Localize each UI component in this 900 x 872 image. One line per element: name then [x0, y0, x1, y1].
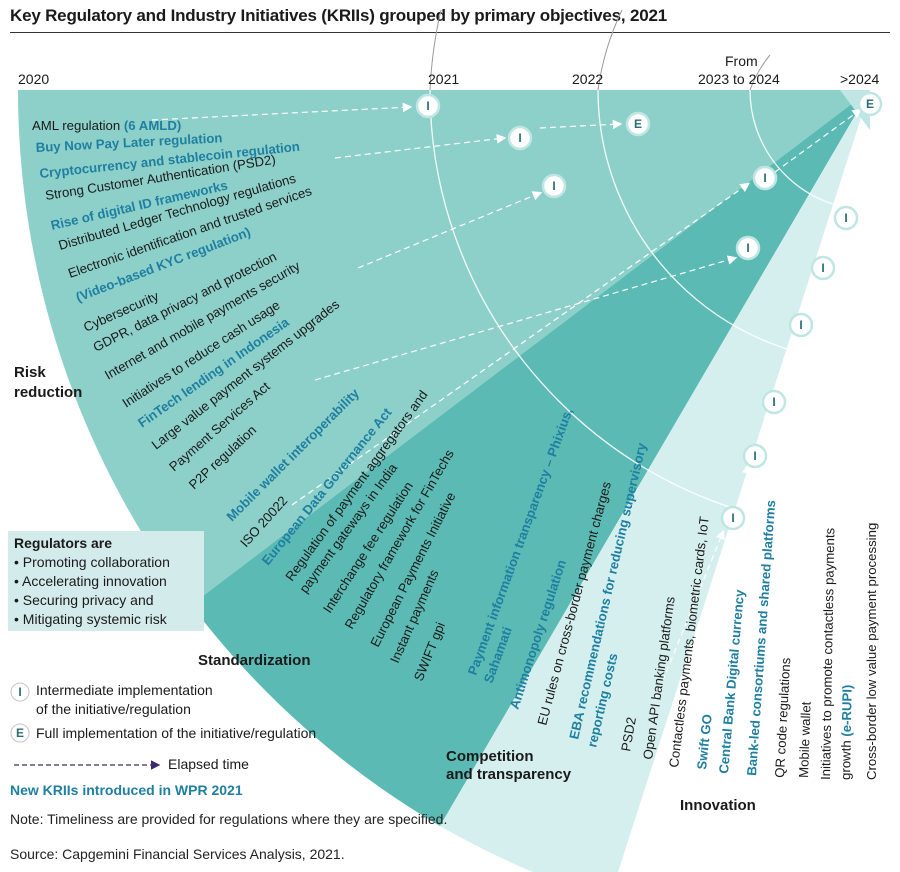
- category-standardization: Standardization: [198, 652, 311, 669]
- legend-intermediate-icon: I: [10, 682, 30, 702]
- legend-intermediate-line1: Intermediate implementation: [36, 682, 213, 698]
- svg-text:I: I: [518, 131, 521, 145]
- category-competition-2: and transparency: [446, 766, 572, 783]
- marker-I-10: I: [742, 443, 768, 469]
- svg-text:I: I: [763, 171, 766, 185]
- marker-I-11: I: [720, 505, 746, 531]
- svg-text:E: E: [634, 117, 642, 131]
- legend-full: Full implementation of the initiative/re…: [36, 725, 317, 741]
- svg-text:I: I: [731, 511, 734, 525]
- category-competition-1: Competition: [446, 748, 534, 765]
- marker-I-6: I: [833, 205, 859, 231]
- title-divider: [10, 32, 890, 33]
- note-text: Note: Timeliness are provided for regula…: [10, 811, 448, 827]
- svg-text:E: E: [16, 726, 24, 740]
- marker-I-9: I: [761, 389, 787, 415]
- standardization-sector: [191, 90, 870, 826]
- regulators-item: • Promoting collaboration: [14, 554, 170, 570]
- new-krii-note: New KRIIs introduced in WPR 2021: [10, 782, 243, 798]
- svg-text:I: I: [552, 179, 555, 193]
- legend-intermediate-line2: of the initiative/regulation: [36, 701, 191, 717]
- elapsed-arrows: [151, 102, 862, 701]
- regulators-item: • Mitigating systemic risk: [14, 611, 167, 627]
- legend-full-icon: E: [10, 723, 30, 743]
- year-2022: 2022: [572, 71, 603, 87]
- inn-item-5: Central Bank Digital currency: [716, 588, 747, 774]
- svg-text:I: I: [799, 318, 802, 332]
- time-ring-tops: [429, 9, 771, 91]
- marker-E-1: E: [625, 111, 651, 137]
- marker-I-2: I: [507, 125, 533, 151]
- svg-text:I: I: [18, 685, 21, 699]
- inn-item-10: growth (e-RUPI): [838, 685, 855, 781]
- inn-item-7: QR code regulations: [772, 657, 793, 778]
- category-risk-1: Risk: [14, 364, 46, 381]
- regulators-heading: Regulators are: [14, 535, 113, 551]
- year-after-2024: >2024: [840, 71, 880, 87]
- marker-I-4: I: [752, 165, 778, 191]
- year-from: From: [725, 53, 758, 69]
- svg-text:I: I: [772, 395, 775, 409]
- risk-sector: [17, 90, 870, 605]
- year-2021: 2021: [428, 71, 459, 87]
- risk-item-1: AML regulation (6 AMLD): [32, 118, 181, 133]
- regulators-item: • Accelerating innovation: [14, 573, 167, 589]
- inn-item-9: Initiatives to promote contactless payme…: [818, 527, 837, 780]
- inn-item-6: Bank-led consortiums and shared platform…: [744, 500, 778, 777]
- competition-sector: [440, 90, 870, 872]
- category-innovation: Innovation: [680, 797, 756, 814]
- year-2020: 2020: [18, 71, 49, 87]
- svg-text:I: I: [821, 261, 824, 275]
- marker-I-1: I: [415, 93, 441, 119]
- chart-title: Key Regulatory and Industry Initiatives …: [10, 6, 667, 25]
- year-2023-2024: 2023 to 2024: [698, 71, 780, 87]
- svg-text:I: I: [844, 211, 847, 225]
- svg-text:I: I: [746, 241, 749, 255]
- marker-I-3: I: [541, 173, 567, 199]
- marker-E-2: E: [857, 91, 883, 117]
- category-risk-2: reduction: [14, 384, 82, 401]
- legend-elapsed: Elapsed time: [168, 756, 249, 772]
- regulators-item: • Securing privacy and: [14, 592, 154, 608]
- regulators-box: Regulators are • Promoting collaboration…: [8, 531, 204, 631]
- marker-I-8: I: [788, 312, 814, 338]
- marker-I-7: I: [810, 255, 836, 281]
- inn-item-1: PSD2: [618, 716, 639, 753]
- inn-item-8: Mobile wallet: [796, 701, 814, 778]
- inn-item-4: Swift GO: [694, 713, 715, 770]
- marker-I-5: I: [735, 235, 761, 261]
- svg-text:I: I: [753, 449, 756, 463]
- source-text: Source: Capgemini Financial Services Ana…: [10, 846, 345, 862]
- svg-text:E: E: [866, 97, 874, 111]
- inn-item-11: Cross-border low value payment processin…: [864, 523, 879, 780]
- svg-text:I: I: [426, 99, 429, 113]
